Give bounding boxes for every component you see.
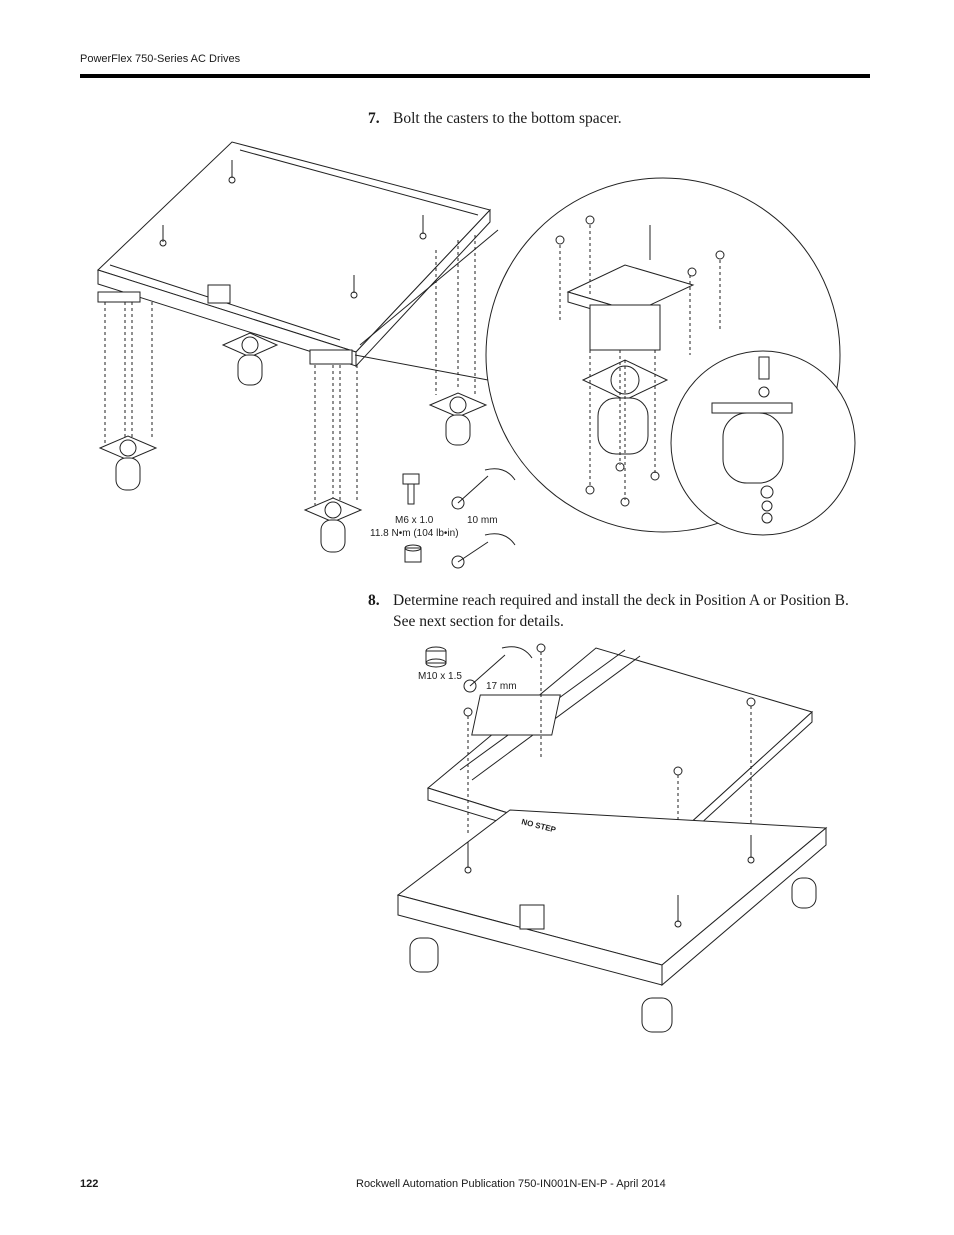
running-header: PowerFlex 750-Series AC Drives xyxy=(80,53,241,65)
step-8-number: 8. xyxy=(368,592,380,609)
step-7-text: Bolt the casters to the bottom spacer. xyxy=(393,110,622,127)
wrench-icon xyxy=(451,468,516,510)
caster-4 xyxy=(303,497,363,553)
page-number: 122 xyxy=(80,1178,99,1190)
torque-label: 11.8 N•m (104 lb•in) xyxy=(370,528,459,539)
nut-size-label: M10 x 1.5 xyxy=(418,671,462,682)
m6-bolt-icon xyxy=(402,473,420,505)
caster-1 xyxy=(98,435,158,491)
step-7-number: 7. xyxy=(368,110,380,127)
nut-icon xyxy=(404,544,422,563)
step-8-text: Determine reach required and install the… xyxy=(393,592,849,630)
publication-info: Rockwell Automation Publication 750-IN00… xyxy=(356,1178,666,1190)
step-7: 7. Bolt the casters to the bottom spacer… xyxy=(368,108,888,130)
wrench-size-label: 10 mm xyxy=(467,515,498,526)
m10-nut-icon xyxy=(425,646,447,668)
bolt-size-label: M6 x 1.0 xyxy=(395,515,434,526)
step-8: 8. Determine reach required and install … xyxy=(368,590,873,634)
17mm-wrench-icon xyxy=(463,646,533,693)
socket-wrench-icon xyxy=(451,533,516,569)
caster-3 xyxy=(428,392,488,446)
caster-2 xyxy=(221,332,279,386)
wrench-size-label-2: 17 mm xyxy=(486,681,517,692)
header-rule xyxy=(80,74,870,78)
